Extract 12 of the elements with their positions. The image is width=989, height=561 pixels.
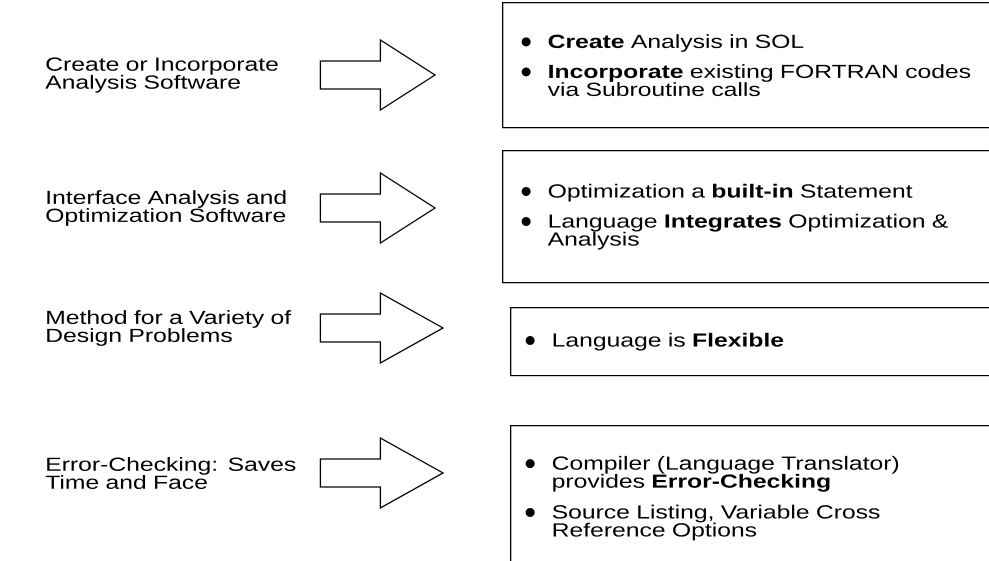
text-box: Optimization a built-in Statement Language Integrates Optimization & Analysis (502, 150, 989, 284)
label-text: Interface Analysis and Optimization Software (46, 190, 286, 226)
label-text: Method for a Variety of Design Problems (47, 310, 292, 346)
text-box: Language is Flexible (510, 307, 989, 376)
block-arrow (320, 436, 444, 510)
label-text: Create or Incorporate Analysis Software (45, 57, 278, 93)
block-arrow (320, 292, 444, 364)
label-text: Error-Checking: Saves Time and Face (46, 457, 296, 489)
text-box: Create Analysis in SOL Incorporate existing FORTRAN codes via Subroutine calls (502, 2, 989, 128)
block-arrow (320, 38, 436, 112)
text-box: Compiler (Language Translator) provides Error-Checking Source Listing, Variable Cross Reference Options (510, 425, 989, 561)
block-arrow (320, 172, 436, 244)
